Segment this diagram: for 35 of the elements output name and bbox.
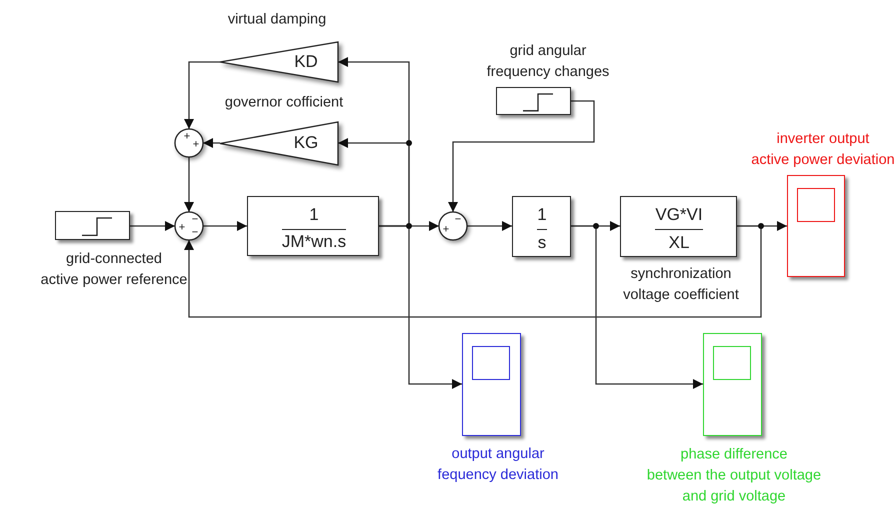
transfer-function-block [247, 196, 379, 256]
transfer-function-block [512, 196, 571, 257]
sign: + [184, 132, 190, 142]
block-caption: governor cofficient [224, 94, 344, 112]
signal-arrow [467, 221, 512, 231]
signal-arrow [184, 225, 762, 318]
block-caption: virtual damping [228, 10, 326, 30]
gain-label: KD [294, 52, 318, 72]
block-caption: grid-connected active power reference [40, 250, 188, 290]
block-caption: phase difference between the output voltage and grid voltage [646, 446, 822, 506]
sign: − [454, 214, 462, 226]
block-caption: output angular fequency deviation [438, 445, 558, 485]
signal-arrow [571, 225, 703, 389]
signal-arrow [203, 138, 220, 148]
denominator: XL [668, 233, 690, 253]
denominator: s [538, 233, 546, 253]
numerator: 1 [309, 205, 319, 225]
block-caption: grid angular frequency changes [486, 42, 610, 82]
block-caption: inverter output active power deviation [751, 130, 895, 170]
signal-arrow [379, 225, 462, 389]
numerator: VG*VI [655, 205, 703, 225]
gain-label: KG [294, 133, 318, 153]
sign: + [192, 140, 200, 150]
signal-arrow [184, 61, 220, 129]
signal-arrow [130, 221, 175, 231]
signal-arrow [203, 221, 247, 231]
denominator: JM*wn.s [282, 232, 346, 252]
sign: + [442, 224, 450, 236]
block-caption: synchronization voltage coefficient [623, 265, 739, 305]
signal-arrow [448, 100, 595, 212]
sign: − [192, 228, 198, 238]
signal-arrow [184, 157, 194, 212]
numerator: 1 [537, 205, 547, 225]
sign: − [192, 214, 198, 226]
sign: + [178, 222, 186, 234]
